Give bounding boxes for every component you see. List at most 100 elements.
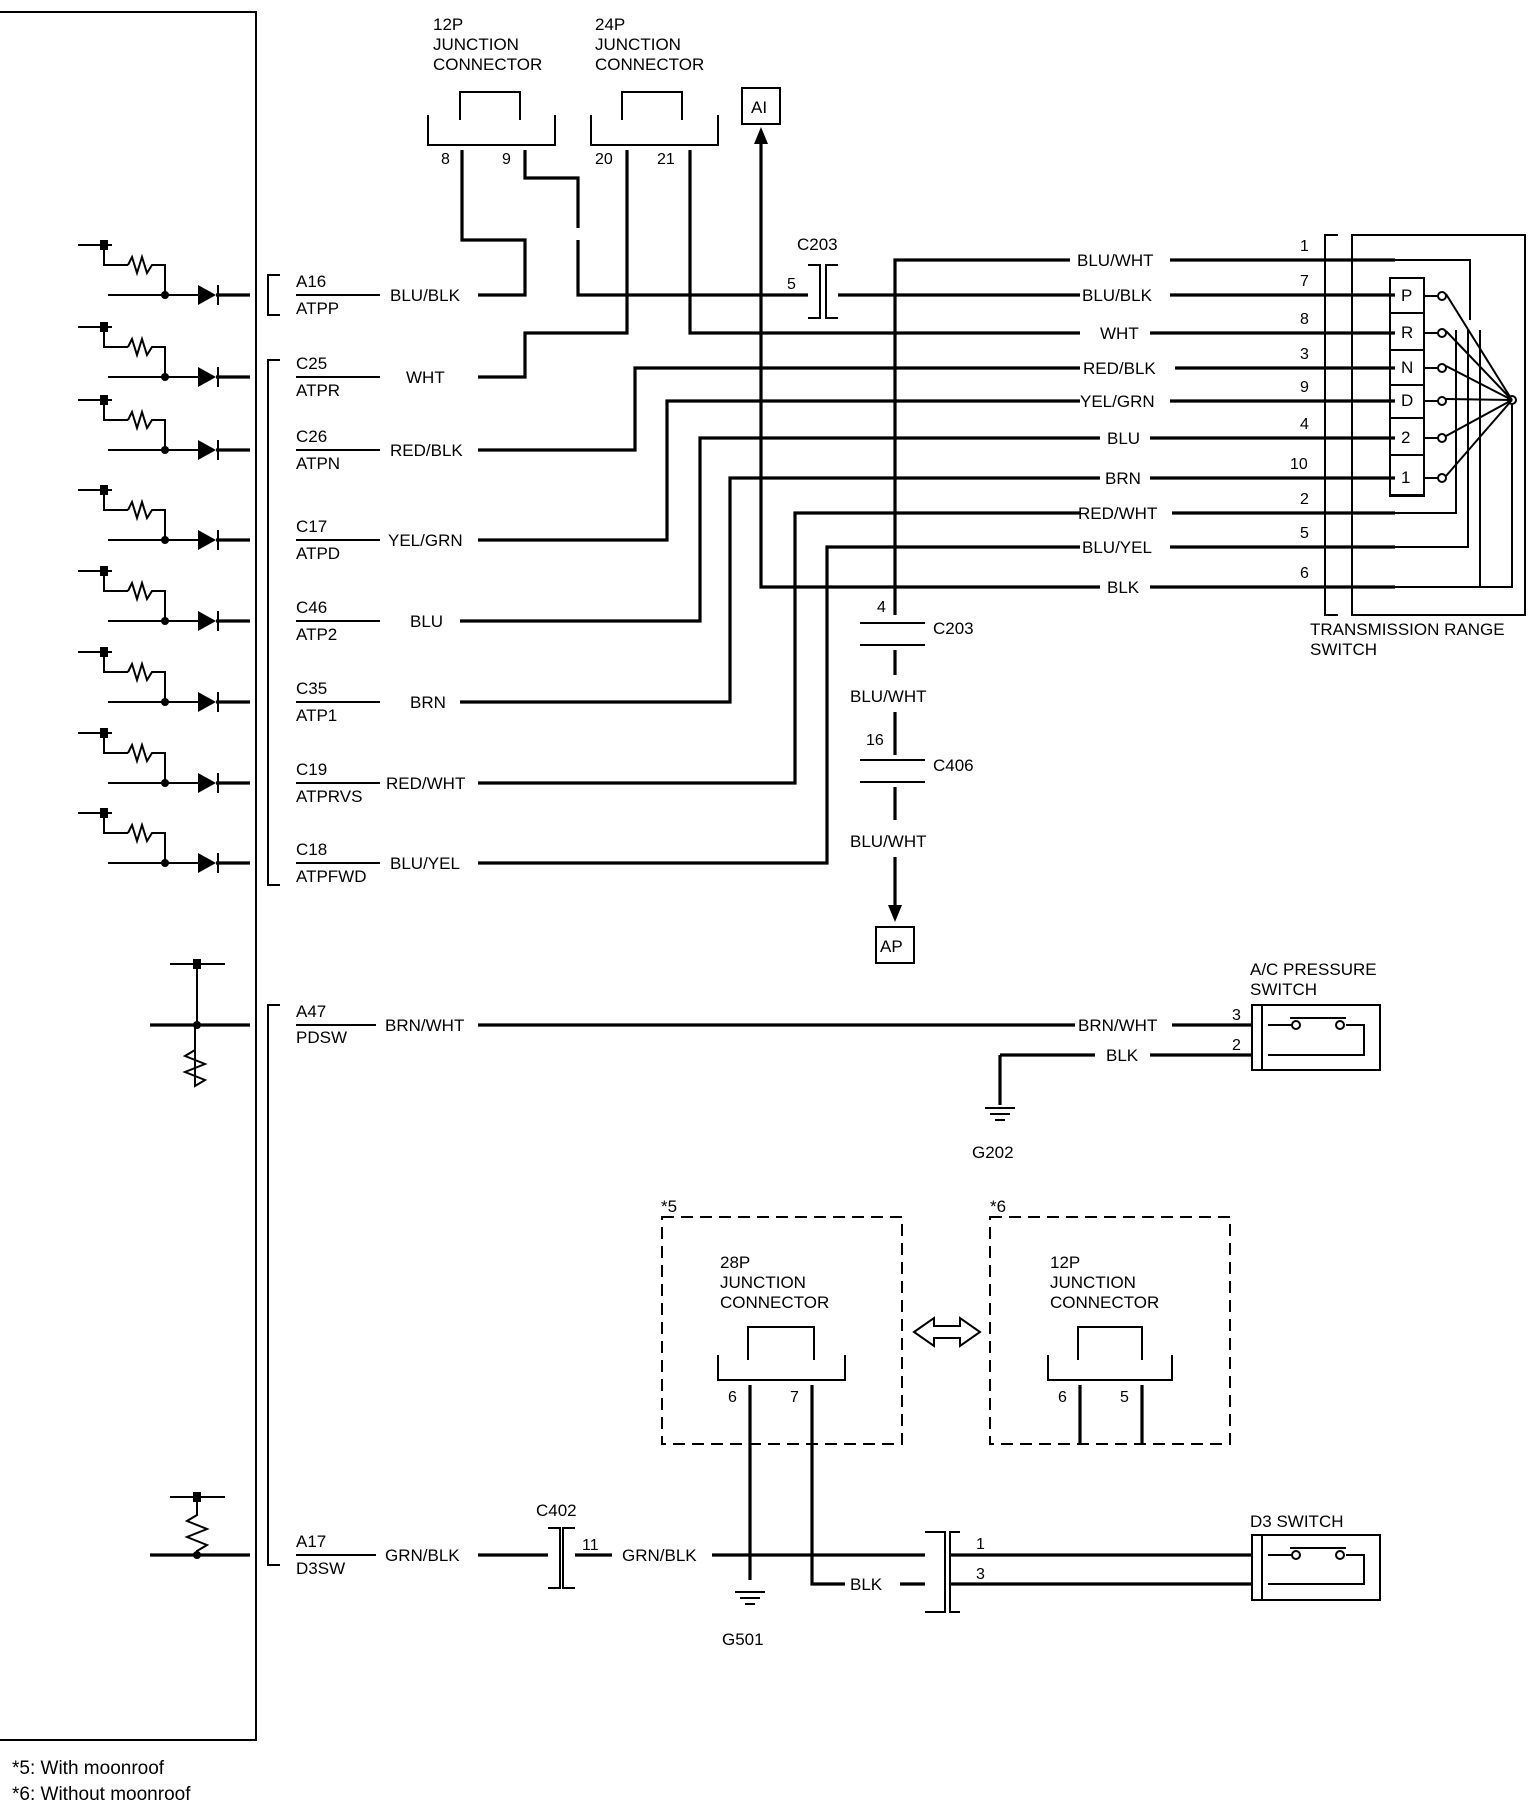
- trs-pin-number: 9: [1300, 379, 1309, 396]
- ecm-signal-label: ATPR: [296, 381, 340, 400]
- ecm-signal-label: ATP2: [296, 625, 337, 644]
- ecm-signal-label: ATPP: [296, 299, 339, 318]
- svg-text:3: 3: [1232, 1007, 1241, 1024]
- trs-position-label: R: [1401, 323, 1413, 342]
- trs-wire-label: BRN: [1105, 469, 1141, 488]
- svg-text:TRANSMISSION RANGE: TRANSMISSION RANGE: [1310, 620, 1505, 639]
- svg-text:A/C PRESSURE: A/C PRESSURE: [1250, 960, 1377, 979]
- ecm-signal-label: ATPRVS: [296, 787, 362, 806]
- trs-position-label: N: [1401, 358, 1413, 377]
- svg-text:G501: G501: [722, 1630, 764, 1649]
- trs-wire-label: BLK: [1107, 578, 1140, 597]
- svg-text:SWITCH: SWITCH: [1310, 640, 1377, 659]
- svg-text:JUNCTION: JUNCTION: [595, 35, 681, 54]
- wire-color-label: RED/WHT: [386, 774, 465, 793]
- svg-text:BLK: BLK: [850, 1575, 883, 1594]
- ecm-connector-c: [267, 359, 280, 886]
- wire-color-label: YEL/GRN: [388, 531, 463, 550]
- pin-20: 20: [595, 151, 613, 168]
- ecm-pin-label: C35: [296, 679, 327, 698]
- svg-text:A17: A17: [296, 1532, 326, 1551]
- pin-8: 8: [441, 151, 450, 168]
- trs-position-label: 1: [1401, 468, 1410, 487]
- svg-text:BLU/WHT: BLU/WHT: [850, 832, 927, 851]
- svg-text:BLU/WHT: BLU/WHT: [850, 687, 927, 706]
- ecm-pin-label: C17: [296, 517, 327, 536]
- option-12p-box: *6 12P JUNCTION CONNECTOR 6 5: [989, 1197, 1231, 1445]
- transmission-range-switch: TRANSMISSION RANGE SWITCH BLU/WHT1BLU/BL…: [1077, 234, 1526, 659]
- svg-text:2: 2: [1232, 1037, 1241, 1054]
- svg-text:SWITCH: SWITCH: [1250, 980, 1317, 999]
- svg-text:C406: C406: [933, 756, 974, 775]
- ecm-pin-label: C18: [296, 840, 327, 859]
- svg-text:4: 4: [877, 599, 886, 616]
- wire-color-label: RED/BLK: [390, 441, 463, 460]
- trs-pin-number: 6: [1300, 565, 1309, 582]
- ecm-signal-label: ATP1: [296, 706, 337, 725]
- svg-text:CONNECTOR: CONNECTOR: [595, 55, 704, 74]
- ai-arrow: AI: [741, 87, 781, 144]
- trs-pin-number: 4: [1300, 416, 1309, 433]
- svg-text:A47: A47: [296, 1002, 326, 1021]
- svg-text:6: 6: [1058, 1389, 1067, 1406]
- trs-wire-label: BLU/WHT: [1077, 251, 1154, 270]
- wire-color-label: WHT: [406, 368, 445, 387]
- svg-text:GRN/BLK: GRN/BLK: [385, 1546, 460, 1565]
- svg-text:D3SW: D3SW: [296, 1559, 345, 1578]
- junction-connector-12p: 12P JUNCTION CONNECTOR 8 9: [427, 15, 556, 168]
- svg-text:CONNECTOR: CONNECTOR: [433, 55, 542, 74]
- svg-text:6: 6: [728, 1389, 737, 1406]
- svg-text:JUNCTION: JUNCTION: [433, 35, 519, 54]
- svg-text:G202: G202: [972, 1143, 1014, 1162]
- footnote-5: *5: With moonroof: [12, 1758, 165, 1779]
- trs-wire-label: RED/BLK: [1083, 359, 1156, 378]
- ecm-signal-label: ATPFWD: [296, 867, 367, 886]
- footnote-6: *6: Without moonroof: [12, 1784, 191, 1805]
- connector-c203-pin5: C203 5: [787, 235, 838, 319]
- svg-text:24P: 24P: [595, 15, 625, 34]
- trs-pin-number: 7: [1300, 273, 1309, 290]
- pin-21: 21: [657, 151, 675, 168]
- svg-text:3: 3: [976, 1566, 985, 1583]
- svg-text:CONNECTOR: CONNECTOR: [1050, 1293, 1159, 1312]
- trs-pin-number: 1: [1300, 238, 1309, 255]
- pdsw-circuit: A47 PDSW BRN/WHT BRN/WHT 3 BLK 2 G202 A/…: [150, 959, 1381, 1162]
- trs-wire-label: RED/WHT: [1078, 504, 1157, 523]
- ecm-signal-label: ATPN: [296, 454, 340, 473]
- wire-color-label: BLU/YEL: [390, 854, 460, 873]
- wire-color-label: BRN: [410, 693, 446, 712]
- ecm-pin-label: C26: [296, 427, 327, 446]
- svg-text:GRN/BLK: GRN/BLK: [622, 1546, 697, 1565]
- ecm-signal-label: ATPD: [296, 544, 340, 563]
- wires-upper: [460, 144, 1395, 865]
- svg-text:11: 11: [582, 1537, 599, 1554]
- svg-text:12P: 12P: [433, 15, 463, 34]
- ecm-pin-label: C46: [296, 598, 327, 617]
- option-28p-box: *5 28P JUNCTION CONNECTOR 6 7: [661, 1197, 903, 1445]
- svg-text:AI: AI: [751, 98, 767, 117]
- svg-text:PDSW: PDSW: [296, 1028, 347, 1047]
- svg-text:BRN/WHT: BRN/WHT: [385, 1016, 464, 1035]
- trs-wire-label: BLU: [1107, 429, 1140, 448]
- svg-text:5: 5: [1120, 1389, 1129, 1406]
- svg-text:CONNECTOR: CONNECTOR: [720, 1293, 829, 1312]
- svg-text:BRN/WHT: BRN/WHT: [1078, 1016, 1157, 1035]
- option-swap-arrow: [912, 1316, 982, 1348]
- trs-wire-label: BLU/BLK: [1082, 286, 1153, 305]
- trs-position-label: D: [1401, 391, 1413, 410]
- svg-text:16: 16: [866, 732, 884, 749]
- ecm-connector-a2: [267, 1004, 280, 1566]
- trs-wire-label: YEL/GRN: [1080, 392, 1155, 411]
- trs-pin-number: 3: [1300, 346, 1309, 363]
- svg-text:7: 7: [790, 1389, 799, 1406]
- ecm-connector-a: [267, 274, 280, 316]
- svg-text:*5: *5: [661, 1197, 677, 1216]
